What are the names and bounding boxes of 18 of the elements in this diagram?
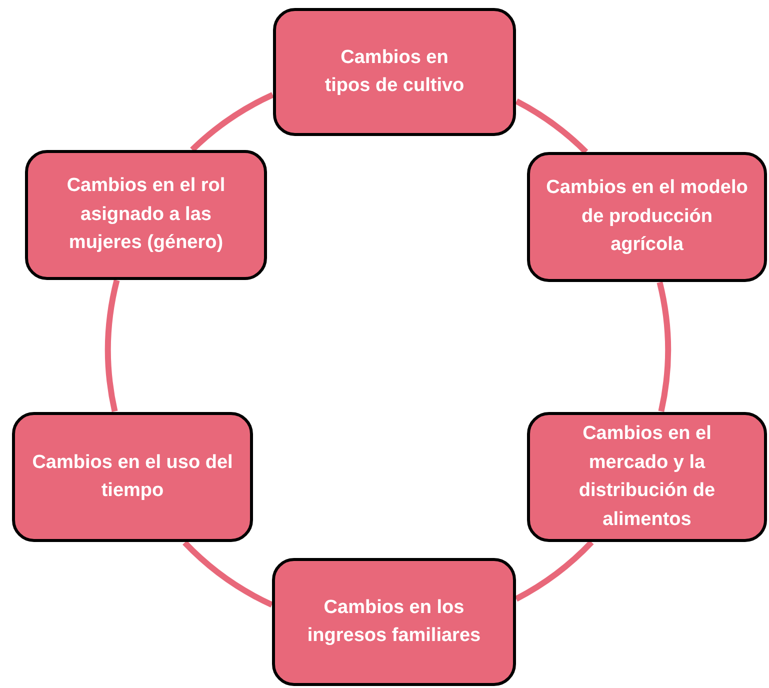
ring-connector	[515, 98, 588, 154]
ring-connector	[182, 540, 274, 608]
process-box	[272, 558, 516, 686]
process-box	[527, 152, 767, 282]
ring-connector	[656, 282, 671, 412]
box-label: Cambios en el uso del tiempo	[31, 450, 234, 503]
process-box	[12, 412, 253, 542]
ring-connector	[514, 540, 594, 602]
box-label: Cambios en el rol asignado a las mujeres (género)	[66, 174, 226, 256]
process-box	[527, 412, 767, 542]
process-box	[273, 8, 516, 136]
process-box	[25, 150, 267, 280]
box-label: Cambios en el mercado y la distribución de alimentos	[578, 422, 716, 532]
ring-connector	[105, 280, 120, 412]
box-label: Cambios en los ingresos familiares	[306, 596, 482, 648]
box-label: Cambios en el modelo de producción agrícola	[545, 176, 749, 258]
box-label: Cambios en tipos de cultivo	[324, 46, 466, 98]
ring-connector	[190, 92, 274, 152]
